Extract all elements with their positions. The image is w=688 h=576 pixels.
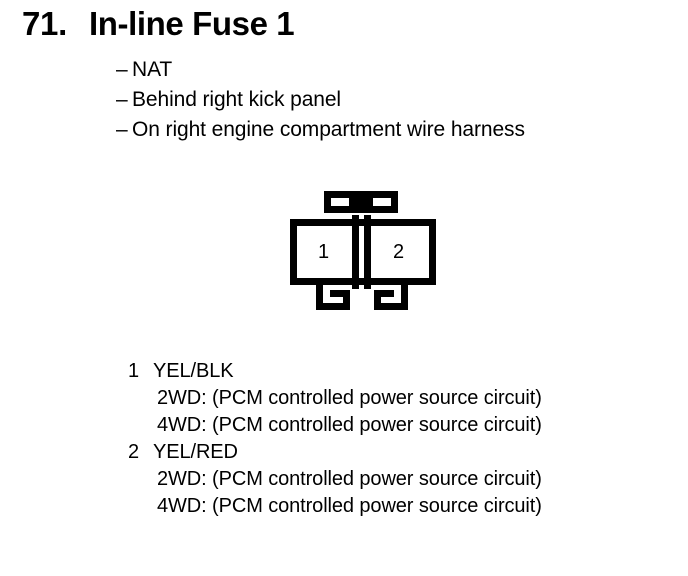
- tab-segment: [374, 290, 394, 297]
- notes-list: –NAT –Behind right kick panel –On right …: [116, 55, 656, 145]
- terminal-header: 2 YEL/RED: [128, 439, 648, 466]
- tab-segment: [330, 290, 350, 297]
- note-item: –Behind right kick panel: [116, 85, 656, 115]
- terminal-wire-color: YEL/RED: [153, 441, 238, 463]
- terminal-header: 1 YEL/BLK: [128, 358, 648, 385]
- connector-bottom-tab-left: [316, 285, 356, 310]
- note-text: On right engine compartment wire harness: [132, 118, 525, 141]
- terminal-legend: 1 YEL/BLK 2WD: (PCM controlled power sour…: [128, 358, 648, 520]
- terminal-circuit-line: 2WD: (PCM controlled power source circui…: [157, 387, 542, 409]
- terminal-number: 1: [128, 360, 140, 382]
- dash-glyph: –: [116, 118, 128, 141]
- note-text: Behind right kick panel: [132, 88, 341, 111]
- tab-segment: [374, 303, 408, 310]
- terminal-circuit-line: 2WD: (PCM controlled power source circui…: [157, 468, 542, 490]
- connector-bottom-tab-right: [368, 285, 408, 310]
- title-row: 71. In-line Fuse 1: [22, 4, 295, 44]
- terminal-circuit-line: 4WD: (PCM controlled power source circui…: [157, 414, 542, 436]
- dash-glyph: –: [116, 58, 128, 81]
- tab-segment: [343, 290, 350, 304]
- note-item: –On right engine compartment wire harnes…: [116, 115, 656, 145]
- tab-segment: [316, 285, 323, 310]
- terminal-circuit-line: 4WD: (PCM controlled power source circui…: [157, 495, 542, 517]
- connector-divider-right: [364, 215, 371, 289]
- page-title: In-line Fuse 1: [88, 5, 295, 42]
- connector-divider-left: [352, 215, 359, 289]
- note-item: –NAT: [116, 55, 656, 85]
- connector-top-tab-notch: [349, 198, 373, 207]
- terminal-wire-color: YEL/BLK: [153, 360, 234, 382]
- item-number: 71.: [22, 5, 67, 42]
- tab-segment: [401, 285, 408, 310]
- tab-segment: [316, 303, 350, 310]
- terminal-entry: 1 YEL/BLK 2WD: (PCM controlled power sour…: [128, 358, 648, 439]
- connector-diagram: 1 2: [286, 190, 442, 315]
- connector-pin-2-label: 2: [393, 241, 405, 263]
- tab-segment: [374, 290, 381, 304]
- terminal-entry: 2 YEL/RED 2WD: (PCM controlled power sour…: [128, 439, 648, 520]
- connector-pin-1-label: 1: [318, 241, 330, 263]
- note-text: NAT: [132, 58, 173, 81]
- connector-top-tab-bar: [324, 206, 398, 213]
- connector-body: [290, 219, 436, 285]
- dash-glyph: –: [116, 88, 128, 111]
- terminal-number: 2: [128, 441, 140, 463]
